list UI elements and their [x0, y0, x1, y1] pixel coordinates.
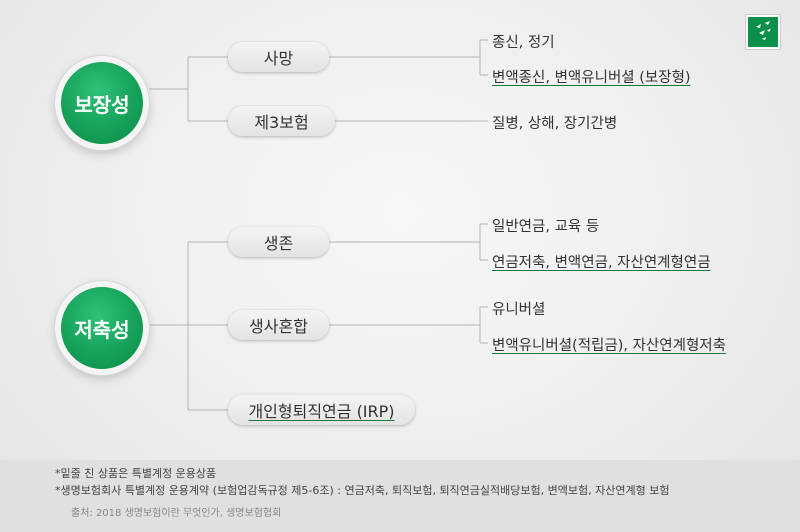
footnote: *생명보험회사 특별계정 운용계약 (보험업감독규정 제5-6조) : 연금저축… [55, 484, 670, 497]
branch-death: 사망 [228, 42, 329, 72]
product-text-underlined: 변액종신, 변액유니버셜 (보장형) [492, 70, 691, 86]
savings-circle: 저축성 [55, 281, 149, 375]
footer-band [0, 460, 800, 532]
product-text: 유니버셜 [492, 302, 546, 318]
branch-label: 생존 [263, 234, 294, 253]
branch-irp: 개인형퇴직연금 (IRP) [228, 395, 415, 425]
branch-survival: 생존 [228, 227, 329, 257]
branch-label: 개인형퇴직연금 (IRP) [248, 402, 395, 421]
branch-label: 생사혼합 [249, 317, 308, 336]
footnote: *밑줄 친 상품은 특별계정 운용상품 [55, 467, 217, 480]
source-note: 출처: 2018 생명보험이란 무엇인가, 생명보험협회 [71, 508, 282, 519]
branch-label: 제3보험 [254, 113, 309, 132]
branch-label: 사망 [263, 49, 294, 68]
product-text: 종신, 정기 [492, 35, 555, 51]
product-text-underlined: 연금저축, 변액연금, 자산연계형연금 [492, 255, 711, 271]
product-text-underlined: 변액유니버셜(적립금), 자산연계형저축 [492, 338, 726, 354]
branch-third-insurance: 제3보험 [228, 106, 335, 136]
product-text: 일반연금, 교육 등 [492, 219, 600, 235]
branch-mixed: 생사혼합 [228, 310, 329, 340]
bird-logo-icon [746, 15, 780, 49]
protection-circle: 보장성 [55, 56, 149, 150]
product-text: 질병, 상해, 장기간병 [492, 116, 618, 132]
